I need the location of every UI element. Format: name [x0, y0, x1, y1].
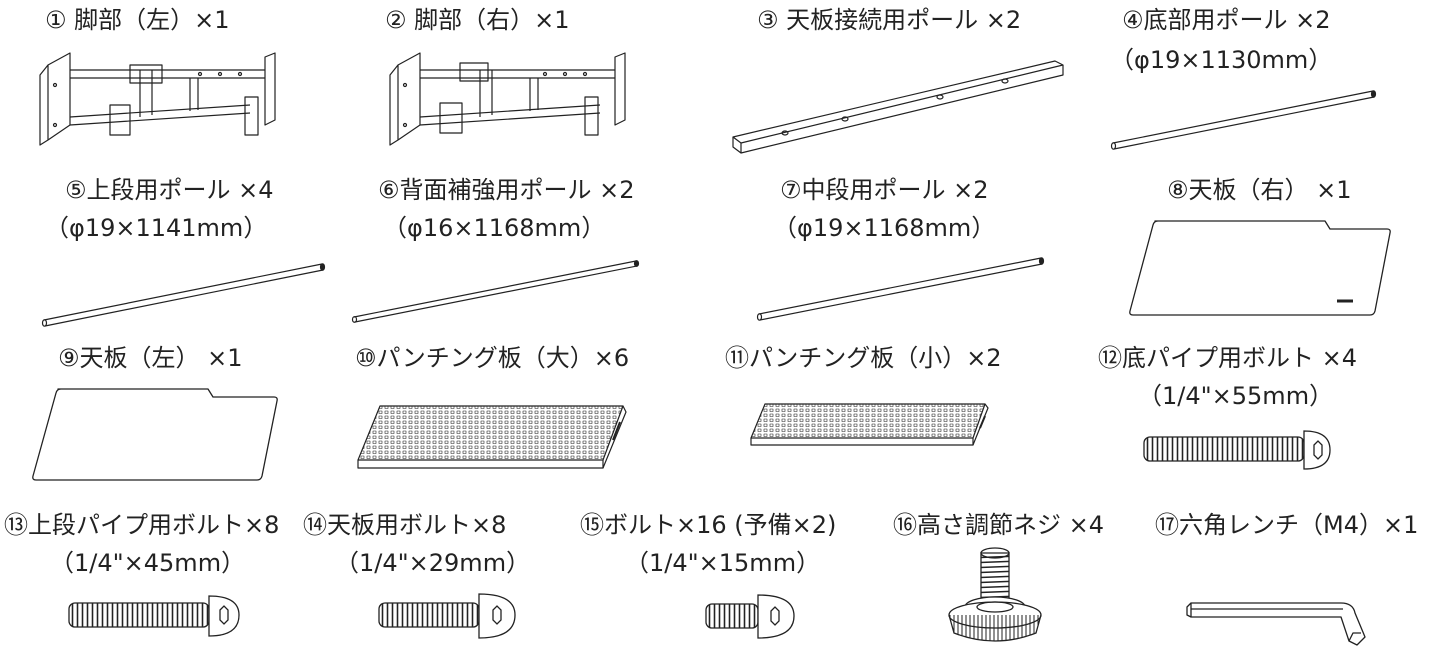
back-brace-pole-icon: [348, 255, 648, 327]
leg-frame-right-icon: [380, 45, 630, 150]
part-1-label: ① 脚部（左）×1: [45, 6, 230, 34]
part-16-label: ⑯高さ調節ネジ ×4: [893, 511, 1105, 539]
part-9-label: ⑨天板（左） ×1: [58, 344, 243, 372]
part-5-spec: （φ19×1141mm）: [45, 214, 268, 242]
bottom-pipe-bolt-icon: [1140, 425, 1335, 475]
part-8-label: ⑧天板（右） ×1: [1167, 176, 1352, 204]
upper-pipe-bolt-icon: [65, 590, 245, 642]
part-12-label: ⑫底パイプ用ボルト ×4: [1098, 344, 1358, 372]
height-adjuster-screw-icon: [940, 545, 1050, 649]
bottom-pole-icon: [1105, 85, 1385, 155]
part-12-spec: （1/4"×55mm）: [1138, 382, 1334, 410]
perforated-board-small-icon: [745, 398, 995, 453]
tabletop-right-icon: [1125, 215, 1395, 320]
part-4-label: ④底部用ポール ×2: [1122, 6, 1331, 34]
part-10-label: ⑩パンチング板（大）×6: [355, 344, 630, 372]
part-11-label: ⑪パンチング板（小）×2: [725, 344, 1002, 372]
hex-wrench-icon: [1185, 595, 1370, 649]
perforated-board-large-icon: [348, 400, 633, 475]
upper-pole-icon: [38, 258, 333, 330]
part-3-label: ③ 天板接続用ポール ×2: [757, 6, 1022, 34]
part-7-spec: （φ19×1168mm）: [773, 214, 996, 242]
part-7-label: ⑦中段用ポール ×2: [780, 176, 989, 204]
part-5-label: ⑤上段用ポール ×4: [65, 176, 274, 204]
middle-pole-icon: [753, 252, 1053, 324]
part-4-spec: （φ19×1130mm）: [1110, 46, 1333, 74]
part-6-label: ⑥背面補強用ポール ×2: [378, 176, 635, 204]
part-2-label: ② 脚部（右）×1: [385, 6, 570, 34]
part-13-label: ⑬上段パイプ用ボルト×8: [4, 511, 280, 539]
part-17-label: ⑰六角レンチ（M4）×1: [1155, 511, 1419, 539]
part-14-label: ⑭天板用ボルト×8: [303, 511, 507, 539]
tabletop-bolt-icon: [375, 590, 525, 642]
part-15-label: ⑮ボルト×16 (予備×2): [580, 511, 837, 539]
part-14-spec: （1/4"×29mm）: [335, 549, 531, 577]
tabletop-left-icon: [28, 383, 283, 485]
leg-frame-left-icon: [30, 45, 280, 150]
part-15-spec: （1/4"×15mm）: [625, 549, 821, 577]
short-bolt-icon: [702, 592, 802, 642]
top-connecting-pole-icon: [725, 55, 1070, 155]
part-13-spec: （1/4"×45mm）: [50, 549, 246, 577]
part-6-spec: （φ16×1168mm）: [383, 214, 606, 242]
